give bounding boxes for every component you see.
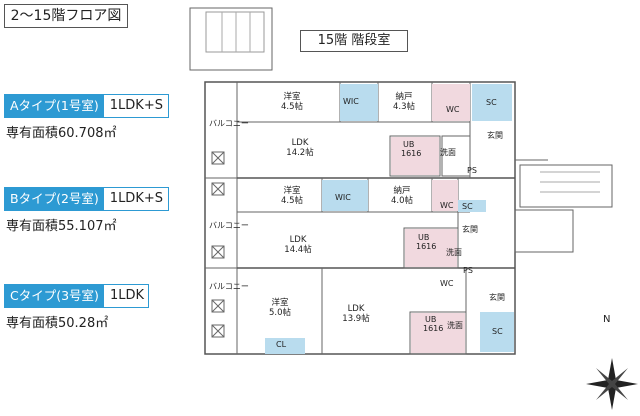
c-sc-label: SC — [492, 327, 503, 336]
a-ub-size: 1616 — [401, 149, 422, 158]
type-a-layout: 1LDK+S — [109, 98, 163, 113]
top-stair-inner — [205, 11, 265, 53]
a-ub-label: UB — [403, 140, 415, 149]
c-cl-label: CL — [276, 340, 287, 349]
type-c-layout: 1LDK — [109, 288, 144, 303]
type-b-area: 専有面積55.107㎡ — [6, 219, 117, 234]
type-a-area: 専有面積60.708㎡ — [6, 126, 117, 141]
c-bath-fill — [411, 313, 465, 353]
a-ps-label: PS — [467, 166, 477, 175]
a-bath-fill — [391, 137, 439, 175]
a-entrance-label: 玄関 — [487, 131, 503, 140]
c-sc-fill — [480, 312, 514, 352]
right-stair — [519, 164, 613, 208]
b-sc-fill — [458, 200, 486, 212]
type-c-name: Cタイプ(3号室) — [5, 285, 104, 307]
c-balcony-label: バルコニー — [209, 282, 249, 291]
c-ub-label: UB — [425, 315, 437, 324]
balcony-unit-b — [211, 182, 225, 196]
plan-title: 2〜15階フロア図 — [4, 4, 128, 28]
elevator-box — [514, 209, 574, 253]
compass-north-label: N — [603, 314, 611, 325]
compass-rose — [586, 358, 638, 410]
a-wc-label: WC — [446, 105, 460, 114]
a-wic-fill — [340, 84, 378, 121]
type-b-name: Bタイプ(2号室) — [5, 188, 104, 210]
b-wic-fill — [322, 180, 368, 211]
b-washroom-label: 洗面 — [446, 248, 462, 257]
b-sc-label: SC — [462, 202, 473, 211]
c-ub-size: 1616 — [423, 324, 444, 333]
type-c-header: Cタイプ(3号室) 1LDK — [4, 284, 149, 308]
b-entrance-label: 玄関 — [462, 225, 478, 234]
b-wc-fill — [432, 180, 458, 211]
b-wic-label: WIC — [335, 193, 351, 202]
type-a-name: Aタイプ(1号室) — [5, 95, 104, 117]
balcony-unit-b2 — [211, 245, 225, 259]
balcony-unit-c2 — [211, 324, 225, 338]
balcony-unit-a — [211, 151, 225, 165]
b-balcony-label: バルコニー — [209, 221, 249, 230]
top-stair-outline — [189, 7, 273, 71]
a-sc-label: SC — [486, 98, 497, 107]
b-wc-label: WC — [440, 201, 454, 210]
b-ub-size: 1616 — [416, 242, 437, 251]
a-washroom-label: 洗面 — [440, 148, 456, 157]
b-bath-fill — [405, 229, 457, 267]
type-a-header: Aタイプ(1号室) 1LDK+S — [4, 94, 169, 118]
a-balcony-label: バルコニー — [209, 119, 249, 128]
c-cl-fill — [265, 338, 305, 354]
type-b-header: Bタイプ(2号室) 1LDK+S — [4, 187, 169, 211]
type-b-layout: 1LDK+S — [109, 191, 163, 206]
a-sc-fill — [472, 84, 512, 121]
b-ub-label: UB — [418, 233, 430, 242]
c-wc-label: WC — [440, 279, 454, 288]
a-wc-fill — [432, 84, 470, 121]
a-wic-label: WIC — [343, 97, 359, 106]
balcony-unit-c — [211, 299, 225, 313]
stair-room-label: 15階 階段室 — [300, 30, 408, 52]
b-ps-label: PS — [463, 266, 473, 275]
type-c-area: 専有面積50.28㎡ — [6, 316, 109, 331]
c-entrance-label: 玄関 — [489, 293, 505, 302]
c-washroom-label: 洗面 — [447, 321, 463, 330]
